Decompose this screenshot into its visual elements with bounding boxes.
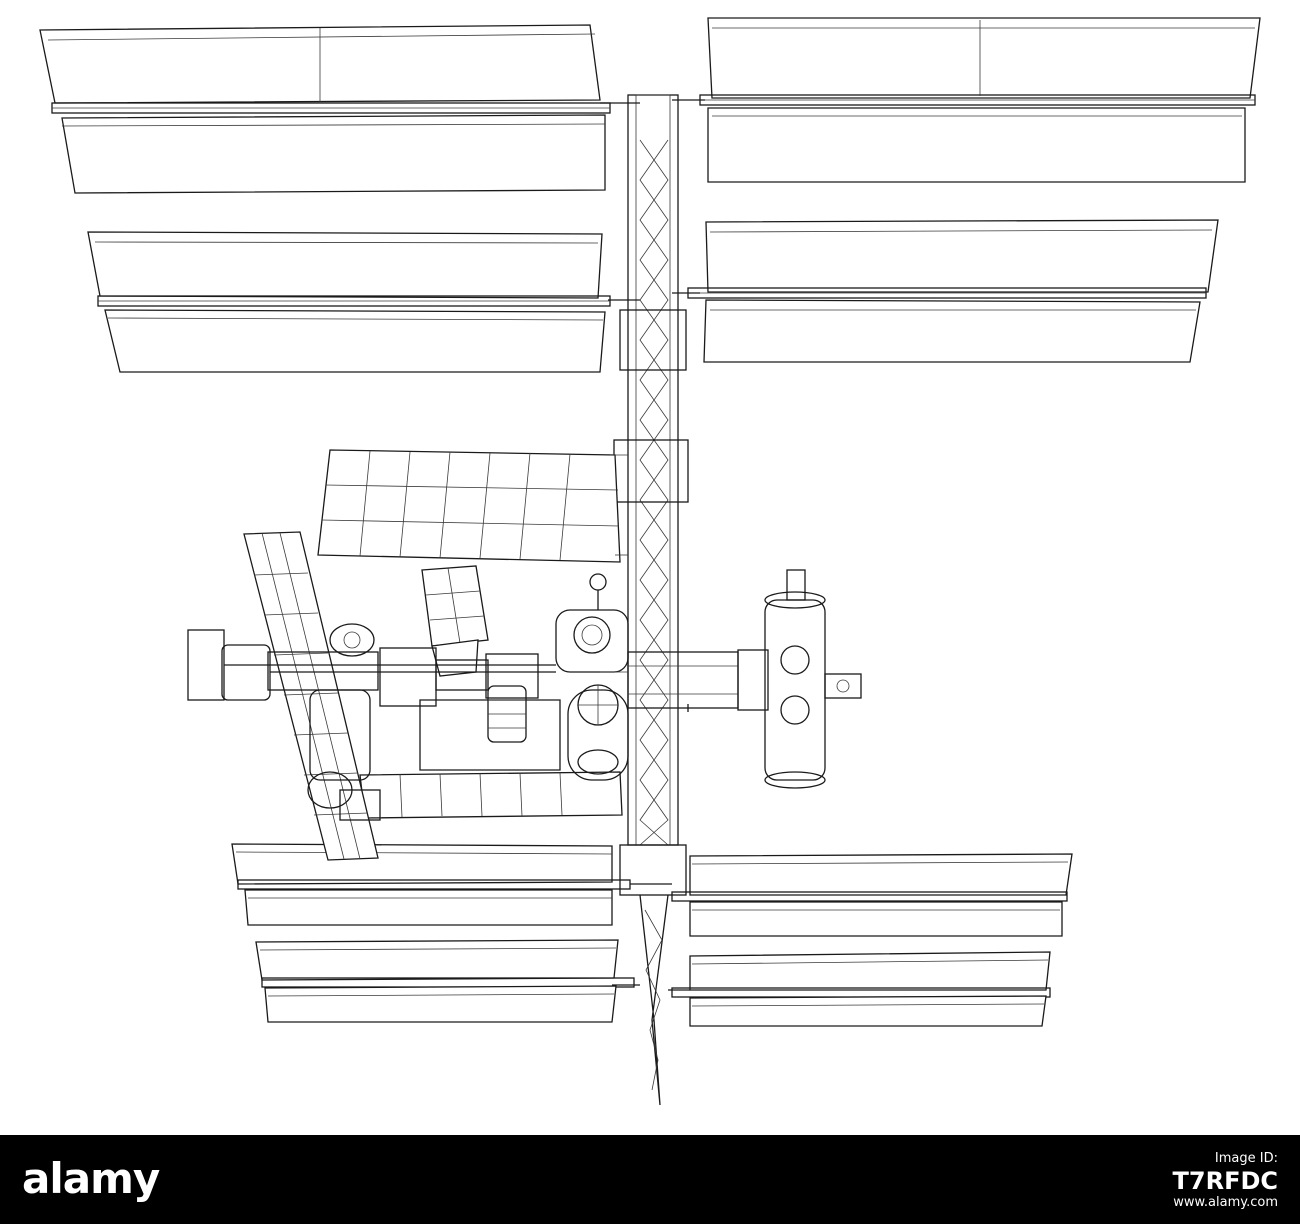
station-modules bbox=[187, 569, 862, 821]
watermark-id-label: Image ID: bbox=[1214, 1151, 1278, 1166]
grid-solar-array-small bbox=[421, 565, 489, 677]
solar-array-bottom-left-lower bbox=[255, 939, 635, 1023]
grid-solar-array-lower bbox=[359, 699, 623, 819]
solar-array-bottom-right-upper bbox=[671, 853, 1073, 937]
solar-array-bottom-left-upper bbox=[231, 843, 631, 926]
watermark-image-id: Image ID: T7RFDC www.alamy.com bbox=[1173, 1151, 1278, 1211]
watermark-logo: alamy bbox=[22, 1154, 160, 1203]
space-station-drawing bbox=[39, 17, 1261, 1106]
solar-array-bottom-right-lower bbox=[671, 951, 1051, 1027]
station-connectors bbox=[224, 454, 628, 673]
watermark-id-code: T7RFDC bbox=[1172, 1167, 1278, 1195]
solar-array-top-right-upper bbox=[699, 17, 1261, 183]
main-truss bbox=[600, 94, 705, 1106]
solar-array-top-right-lower bbox=[687, 219, 1219, 363]
watermark-url: www.alamy.com bbox=[1173, 1195, 1278, 1210]
grid-solar-array-upper bbox=[317, 449, 621, 563]
solar-array-top-left-upper bbox=[39, 24, 611, 194]
watermark-bar bbox=[0, 1135, 1300, 1224]
solar-array-top-left-lower bbox=[87, 231, 611, 373]
